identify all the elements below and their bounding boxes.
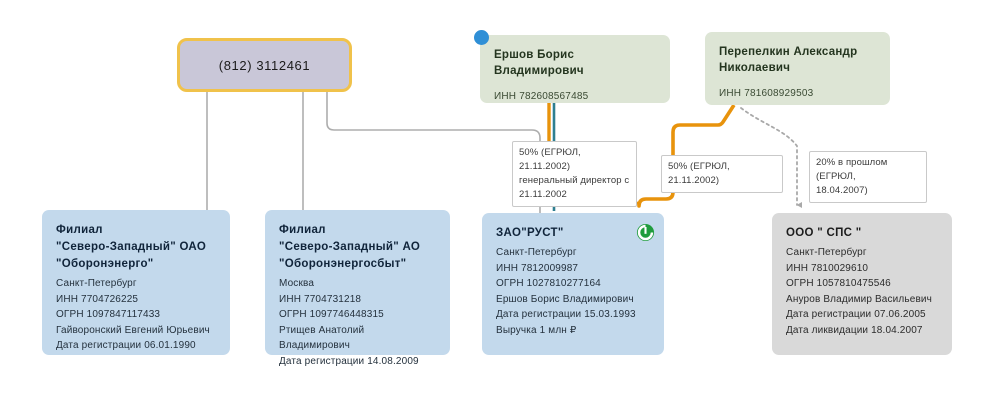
company-name: Филиал "Северо-Западный" ОАО "Оборонэнер… xyxy=(56,224,207,270)
company-ogrn: ОГРН 1057810475546 xyxy=(786,278,891,289)
node-phone[interactable]: (812) 3112461 xyxy=(177,38,352,92)
blue-dot-badge-icon xyxy=(474,30,489,45)
person-name: Перепелкин Александр Николаевич xyxy=(719,46,858,74)
company-revenue: Выручка 1 млн ₽ xyxy=(496,324,577,336)
company-name: ЗАО"РУСТ" xyxy=(496,227,564,239)
node-company-oboronenergo[interactable]: Филиал "Северо-Западный" ОАО "Оборонэнер… xyxy=(42,210,230,355)
company-reg-date: Дата регистрации 07.06.2005 xyxy=(786,309,926,320)
node-company-sps[interactable]: ООО " СПС " Санкт-Петербург ИНН 78100296… xyxy=(772,213,952,355)
company-inn: ИНН 7704726225 xyxy=(56,293,139,305)
company-ogrn: ОГРН 1027810277164 xyxy=(496,278,601,289)
company-inn: ИНН 7704731218 xyxy=(279,293,362,305)
node-person-ershov[interactable]: Ершов Борис Владимирович ИНН 78260856748… xyxy=(480,35,670,103)
phone-label: (812) 3112461 xyxy=(218,57,311,73)
company-inn: ИНН 7812009987 xyxy=(496,262,579,274)
edge-phone-to-rust xyxy=(326,92,541,213)
edge-label-perepelkin-sps[interactable]: 20% в прошлом (ЕГРЮЛ, 18.04.2007) xyxy=(809,151,927,203)
person-name: Ершов Борис Владимирович xyxy=(494,49,584,77)
person-inn: ИНН 782608567485 xyxy=(494,91,589,102)
company-ogrn: ОГРН 1097847117433 xyxy=(56,309,161,320)
edge-label-ershov-rust[interactable]: 50% (ЕГРЮЛ, 21.11.2002) генеральный дире… xyxy=(512,141,637,207)
edge-perepelkin-to-sps xyxy=(740,107,802,208)
company-reg-date: Дата регистрации 06.01.1990 xyxy=(56,340,196,351)
company-city: Санкт-Петербург xyxy=(786,247,867,258)
company-city: Санкт-Петербург xyxy=(56,278,137,289)
node-company-rust[interactable]: ЗАО"РУСТ" Санкт-Петербург ИНН 7812009987… xyxy=(482,213,664,355)
company-ogrn: ОГРН 1097746448315 xyxy=(279,309,384,320)
sberbank-green-icon xyxy=(636,223,655,242)
company-city: Санкт-Петербург xyxy=(496,247,577,258)
node-company-oboronenergosbyt[interactable]: Филиал "Северо-Западный" АО "Оборонэнерг… xyxy=(265,210,450,367)
company-city: Москва xyxy=(279,278,315,289)
node-person-perepelkin[interactable]: Перепелкин Александр Николаевич ИНН 7816… xyxy=(705,32,890,105)
company-reg-date: Дата регистрации 15.03.1993 xyxy=(496,309,636,320)
person-inn: ИНН 781608929503 xyxy=(719,88,814,99)
company-name: ООО " СПС " xyxy=(786,227,862,239)
company-liq-date: Дата ликвидации 18.04.2007 xyxy=(786,324,923,336)
company-inn: ИНН 7810029610 xyxy=(786,262,869,274)
company-director: Ртищев Анатолий Владимирович xyxy=(279,324,365,352)
company-reg-date: Дата регистрации 14.08.2009 xyxy=(279,355,419,367)
company-director: Гайворонский Евгений Юрьевич xyxy=(56,324,210,336)
edge-label-perepelkin-rust[interactable]: 50% (ЕГРЮЛ, 21.11.2002) xyxy=(661,155,783,193)
company-name: Филиал "Северо-Западный" АО "Оборонэнерг… xyxy=(279,224,421,270)
company-director: Ершов Борис Владимирович xyxy=(496,293,634,305)
company-director: Ануров Владимир Васильевич xyxy=(786,293,933,305)
